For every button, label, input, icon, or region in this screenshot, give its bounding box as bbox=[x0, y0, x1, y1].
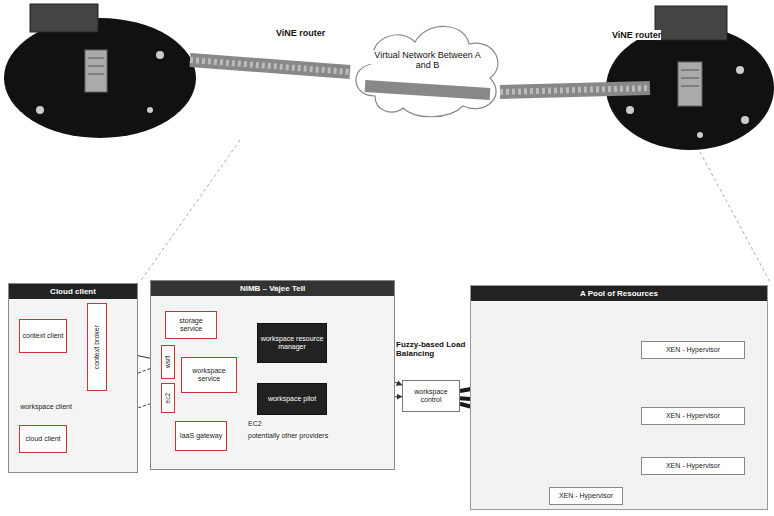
box-label: ec2 bbox=[164, 393, 171, 403]
component-box: ec2 bbox=[161, 383, 175, 413]
component-box: context broker bbox=[87, 303, 107, 391]
component-box: storage service bbox=[165, 311, 217, 339]
annotation-label: ViNE router bbox=[612, 30, 661, 40]
box-label: IaaS gateway bbox=[180, 432, 222, 440]
annotation-label: potentially other providers bbox=[248, 432, 328, 440]
component-box: XEN - Hypervisor bbox=[641, 457, 745, 475]
box-label: XEN - Hypervisor bbox=[666, 462, 720, 470]
box-label: workspace control bbox=[405, 388, 457, 404]
panel-title: Cloud client bbox=[9, 284, 137, 299]
component-box: IaaS gateway bbox=[175, 421, 227, 451]
component-box: context client bbox=[19, 319, 67, 353]
network-cloud: Virtual Network Between A and B bbox=[345, 16, 510, 120]
box-label: context broker bbox=[93, 325, 101, 369]
box-label: XEN - Hypervisor bbox=[666, 346, 720, 354]
annotation-label: ViNE router bbox=[276, 28, 325, 38]
box-label: workspace pilot bbox=[268, 395, 316, 403]
annotation-label: EC2 bbox=[248, 420, 262, 428]
component-box: wsrf bbox=[161, 345, 175, 379]
component-box: workspace service bbox=[181, 357, 237, 393]
box-label: XEN - Hypervisor bbox=[559, 492, 613, 500]
site-a bbox=[4, 18, 196, 138]
site-b-tag bbox=[655, 6, 727, 40]
component-box: workspace client bbox=[15, 399, 77, 415]
panel: Cloud client context client context broker… bbox=[8, 283, 138, 473]
component-box: XEN - Hypervisor bbox=[549, 487, 623, 505]
component-box: XEN - Hypervisor bbox=[641, 341, 745, 359]
panel-title: A Pool of Resources bbox=[471, 286, 767, 301]
component-box: cloud client bbox=[19, 425, 67, 453]
box-label: Virtual Network Between A and B bbox=[371, 50, 485, 71]
box-label: wsrf bbox=[164, 356, 171, 368]
box-label: cloud client bbox=[25, 435, 60, 443]
box-label: workspace service bbox=[184, 367, 234, 383]
component-box: workspace pilot bbox=[257, 383, 327, 415]
server bbox=[678, 62, 702, 106]
leader-line bbox=[140, 140, 240, 282]
site-a-tag bbox=[30, 4, 98, 32]
box-label: storage service bbox=[168, 317, 214, 333]
component-box: workspace control bbox=[402, 380, 460, 412]
box-label: context client bbox=[23, 332, 64, 340]
component-box: XEN - Hypervisor bbox=[641, 407, 745, 425]
panel-title: NIMB – Vajee Tell bbox=[151, 281, 394, 296]
box-label: XEN - Hypervisor bbox=[666, 412, 720, 420]
annotation-label: Fuzzy-based Load Balancing bbox=[396, 340, 466, 358]
panel: NIMB – Vajee Tell storage service wsrf ec2 w… bbox=[150, 280, 395, 470]
panel: A Pool of ResourcesXEN - HypervisorXEN -… bbox=[470, 285, 768, 510]
component-box: workspace resource manager bbox=[257, 323, 327, 363]
box-label: workspace resource manager bbox=[260, 335, 324, 351]
box-label: workspace client bbox=[20, 403, 72, 411]
leader-line bbox=[700, 152, 770, 282]
server bbox=[85, 50, 107, 92]
